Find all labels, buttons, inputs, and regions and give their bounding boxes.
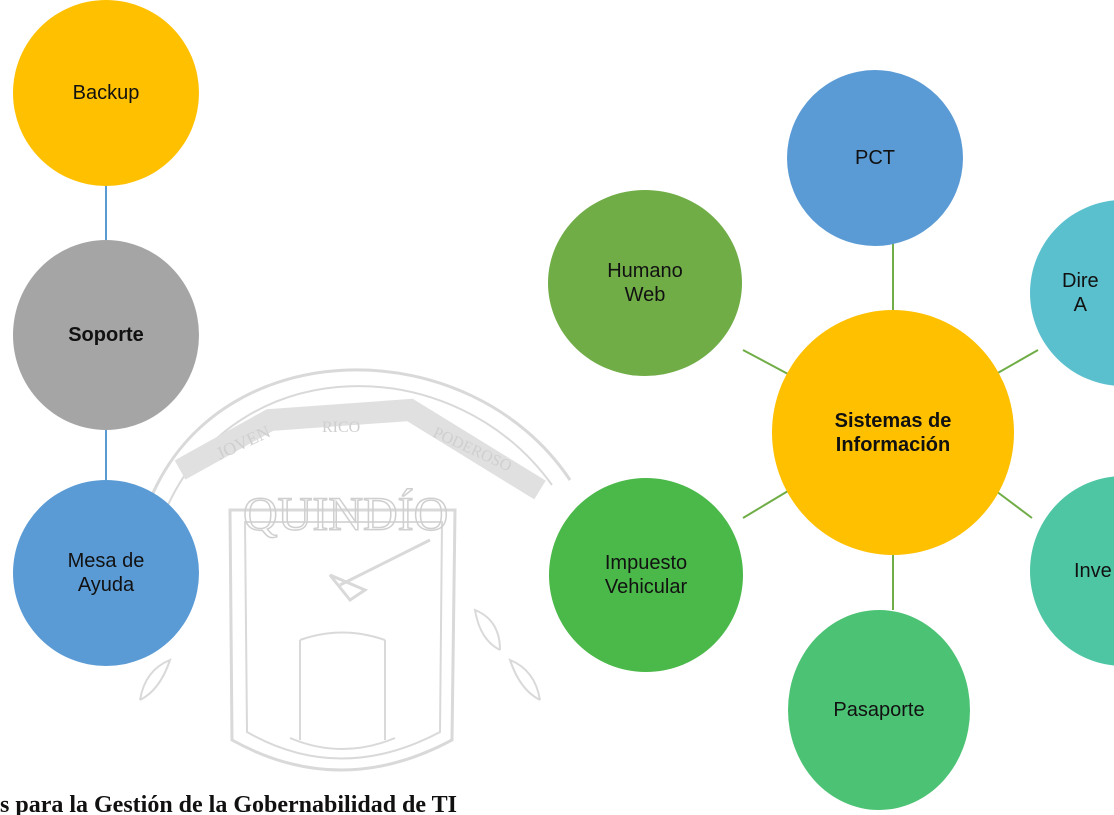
node-pct: PCT <box>787 70 963 246</box>
connector-center-humano <box>742 349 789 375</box>
section-heading: s para la Gestión de la Gobernabilidad d… <box>0 792 457 815</box>
node-impuesto-vehicular-label: Impuesto Vehicular <box>604 552 688 598</box>
connector-center-direccionamiento <box>995 349 1039 375</box>
watermark-stump <box>299 631 386 740</box>
watermark-shield <box>228 508 457 772</box>
node-humano-web-label: Humano Web <box>607 260 683 306</box>
node-mesa-de-ayuda-label: Mesa de Ayuda <box>67 550 145 596</box>
node-sistemas-de-informacion: Sistemas de Información <box>772 310 1014 555</box>
node-sistemas-de-informacion-label: Sistemas de Información <box>834 409 952 456</box>
watermark-axe <box>328 538 431 603</box>
node-inventario-label: Inve <box>1074 560 1112 582</box>
node-impuesto-vehicular: Impuesto Vehicular <box>549 478 743 672</box>
connector-center-impuesto <box>742 490 789 519</box>
node-backup-label: Backup <box>72 82 140 104</box>
watermark-arch <box>148 368 572 501</box>
node-pasaporte-label: Pasaporte <box>833 699 925 721</box>
watermark-banner-center: RICO <box>322 419 360 436</box>
watermark-title: QUINDÍO <box>243 488 448 541</box>
node-pct-label: PCT <box>855 147 895 169</box>
node-direccionamiento-label: Dire A <box>1062 270 1099 316</box>
node-backup: Backup <box>13 0 199 186</box>
connector-center-inventario <box>995 490 1033 519</box>
node-mesa-de-ayuda: Mesa de Ayuda <box>13 480 199 666</box>
node-pasaporte: Pasaporte <box>788 610 970 810</box>
node-soporte-label: Soporte <box>68 324 144 346</box>
node-humano-web: Humano Web <box>548 190 742 376</box>
node-soporte: Soporte <box>13 240 199 430</box>
